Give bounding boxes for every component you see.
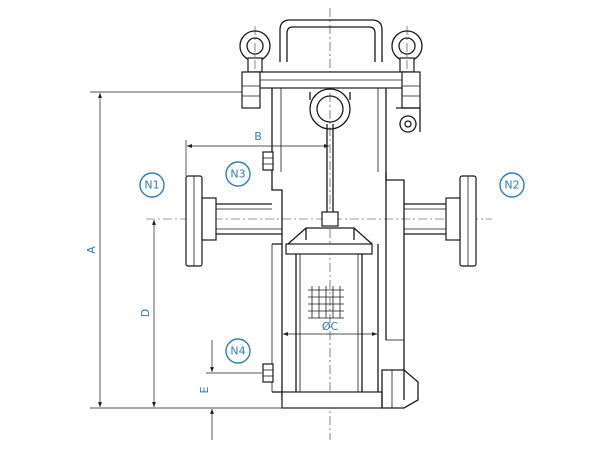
nozzle-tag-n3: N3	[225, 161, 251, 187]
dimension-d: D	[139, 220, 156, 407]
nozzle-tag-n3-label: N3	[230, 168, 245, 181]
dimension-c-label: ØC	[322, 320, 339, 333]
strainer-basket	[285, 124, 373, 392]
nozzle-tag-n2: N2	[499, 172, 525, 198]
dimension-d-label: D	[139, 309, 152, 317]
dimension-e: E	[198, 340, 262, 440]
dimension-a-label: A	[85, 246, 98, 254]
cover-handle	[279, 19, 383, 62]
dimension-b-label: B	[254, 130, 262, 143]
vent-boss	[262, 151, 274, 171]
nozzle-tag-n1: N1	[139, 172, 165, 198]
lifting-eye-left	[239, 26, 271, 100]
body	[271, 88, 419, 409]
cover	[241, 71, 421, 133]
nozzle-tag-n1-label: N1	[144, 179, 159, 192]
nozzle-tag-n4-label: N4	[230, 345, 245, 358]
dimension-e-label: E	[198, 386, 211, 393]
nozzle-tag-n4: N4	[225, 338, 251, 364]
dimension-a: A	[85, 91, 282, 409]
inlet-nozzle	[185, 175, 282, 267]
top-port	[309, 88, 351, 130]
drain-boss	[262, 363, 274, 383]
outlet-nozzle	[404, 175, 477, 267]
mesh-pattern	[308, 286, 344, 319]
nozzle-tag-n2-label: N2	[504, 179, 519, 192]
dimension-b: B	[185, 130, 329, 176]
dimension-c: ØC	[283, 320, 377, 336]
